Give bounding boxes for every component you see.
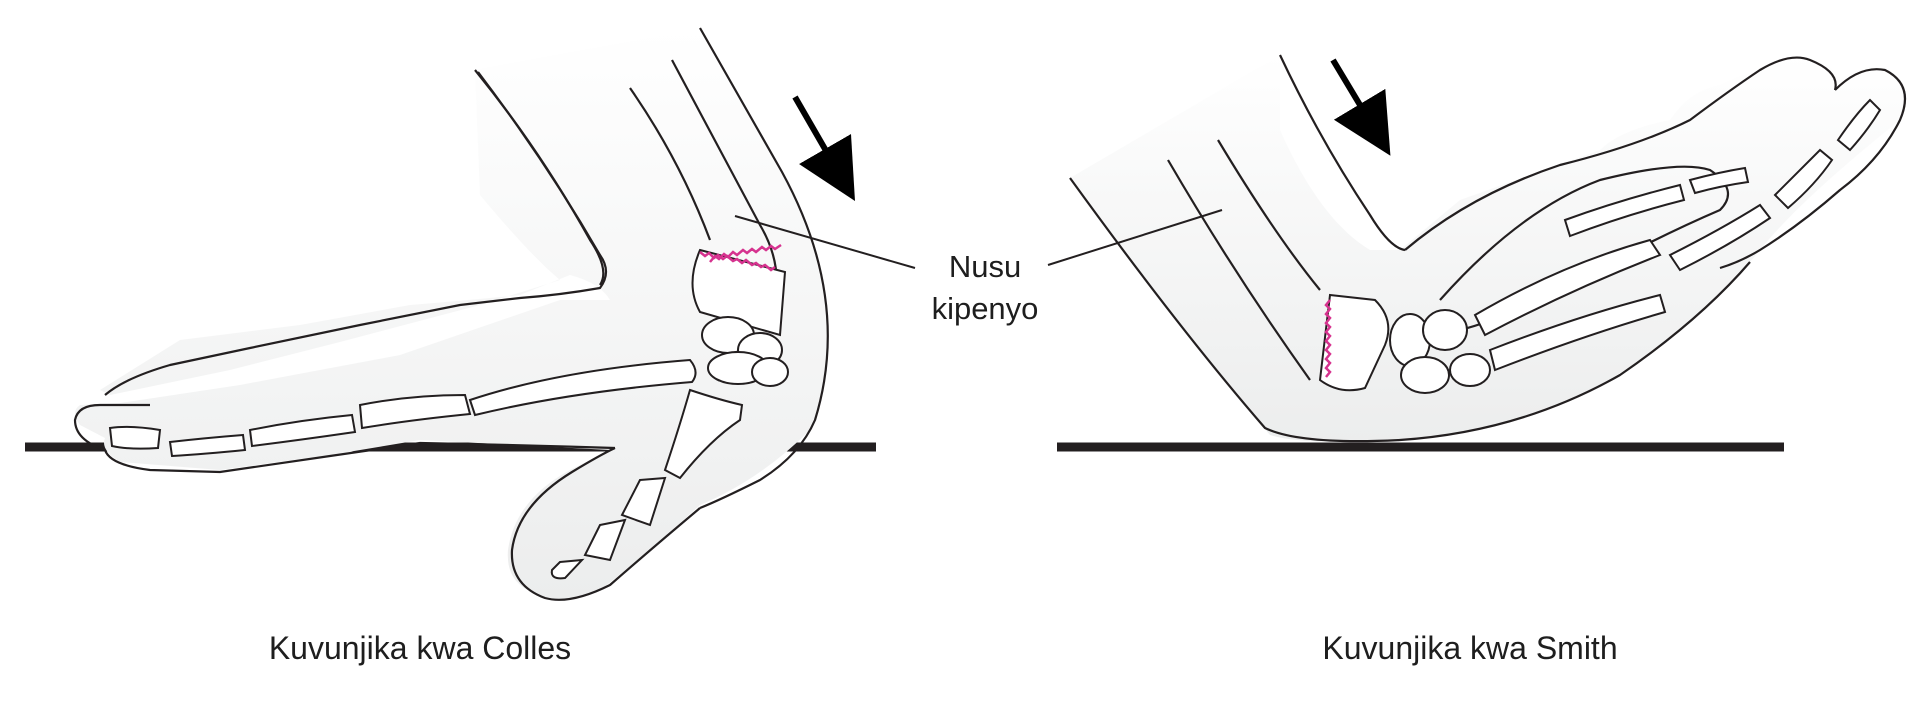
- ulna-edge-right: [1217, 139, 1321, 291]
- smith-fracture-illustration: [1057, 54, 1907, 452]
- hand-bones-left: [108, 248, 789, 580]
- fracture-line-left-2: [709, 243, 782, 263]
- radius-label-line1: Nusu: [948, 249, 1022, 284]
- leader-line-right: [1047, 209, 1223, 266]
- fracture-line-right: [1324, 299, 1332, 378]
- smith-caption: Kuvunjika kwa Smith: [1322, 630, 1618, 666]
- radius-label-line2: kipenyo: [931, 291, 1039, 326]
- radius-edge-left: [629, 87, 712, 241]
- forearm-upper-contour-right: [1279, 54, 1406, 252]
- forearm-back-contour-left: [699, 27, 829, 510]
- hand-bones-right: [1318, 98, 1882, 394]
- forearm-hand-outline-left: [75, 28, 827, 599]
- fracture-line-left: [699, 251, 776, 272]
- thumb-contour-left: [510, 447, 701, 601]
- radius-edge-right: [1167, 159, 1311, 381]
- forearm-upper-contour-left: [104, 71, 608, 396]
- palm-back-contour-right: [1404, 56, 1837, 251]
- colles-caption: Kuvunjika kwa Colles: [268, 630, 572, 666]
- radius-label: Nusu kipenyo: [905, 246, 1065, 330]
- forearm-hand-outline-right: [1070, 54, 1906, 442]
- fingertips-left: [73, 403, 150, 452]
- forearm-lower-contour-right: [1069, 177, 1751, 443]
- leader-line-left: [734, 215, 916, 269]
- force-arrow-left: [792, 95, 855, 201]
- colles-fracture-illustration: [25, 27, 876, 601]
- fingers-contour-right: [1719, 68, 1907, 270]
- force-arrow-right: [1330, 58, 1391, 156]
- palm-underside-left: [103, 441, 616, 474]
